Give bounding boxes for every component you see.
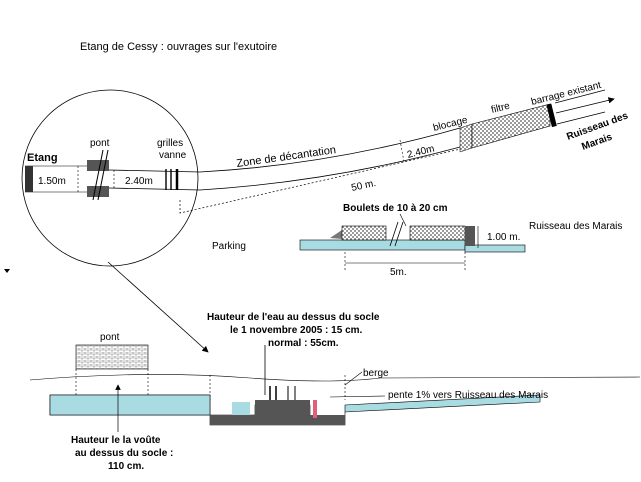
pont-block-bottom <box>87 186 109 197</box>
label-pente: pente 1% vers Ruisseau des Marais <box>388 390 548 401</box>
etang-mark <box>25 166 33 192</box>
water-pocket <box>232 402 250 415</box>
barrage <box>546 103 557 128</box>
section-water-out <box>464 244 526 253</box>
label-boulets: Boulets de 10 à 20 cm <box>343 203 448 214</box>
terrain-line <box>29 374 641 382</box>
red-board <box>313 400 317 418</box>
profile-channel <box>49 394 211 416</box>
outlet-arrow <box>555 97 615 114</box>
pont-profile <box>75 344 149 370</box>
detail-circle <box>21 89 199 267</box>
label-length: 50 m. <box>350 178 377 194</box>
label-width-left: 1.50m <box>38 176 66 187</box>
dim-50m <box>179 147 466 214</box>
label-5m: 5m. <box>390 267 407 278</box>
label-width-pont: 2.40m <box>125 176 153 187</box>
label-hauteur-eau-1: Hauteur de l'eau au dessus du socle <box>207 312 380 323</box>
label-ruisseau-section: Ruisseau des Marais <box>529 221 622 232</box>
section-water <box>299 239 466 251</box>
label-height: 1.00 m. <box>487 232 520 243</box>
label-voute-1: Hauteur le la voûte <box>71 435 161 446</box>
label-grilles: grilles <box>157 138 183 149</box>
title: Etang de Cessy : ouvrages sur l'exutoire <box>80 41 277 53</box>
label-vanne: vanne <box>159 150 187 161</box>
connector-arrow <box>107 261 209 353</box>
label-filtre: filtre <box>490 101 511 116</box>
boulets-block-1 <box>341 225 387 241</box>
pont-block-top <box>87 160 109 171</box>
bullet-marker <box>4 269 10 273</box>
channel-top <box>108 127 461 173</box>
label-pont: pont <box>90 138 110 149</box>
blocage <box>459 123 473 153</box>
label-barrage: barrage existant <box>530 80 602 108</box>
barrage-section <box>465 226 475 246</box>
vanne-body <box>255 400 310 418</box>
filtre <box>471 103 551 149</box>
channel-bottom <box>108 146 461 191</box>
label-etang: Etang <box>27 152 58 164</box>
label-voute-2: au dessus du socle : <box>75 448 173 459</box>
label-hauteur-eau-3: normal : 55cm. <box>268 338 339 349</box>
label-zone: Zone de décantation <box>236 144 337 170</box>
label-berge: berge <box>363 368 389 379</box>
socle <box>210 415 345 425</box>
label-pont-profile: pont <box>100 332 120 343</box>
boulets-block-2 <box>409 225 466 241</box>
label-hauteur-eau-2: le 1 novembre 2005 : 15 cm. <box>230 325 363 336</box>
label-voute-3: 110 cm. <box>108 461 144 472</box>
label-parking: Parking <box>212 241 246 252</box>
